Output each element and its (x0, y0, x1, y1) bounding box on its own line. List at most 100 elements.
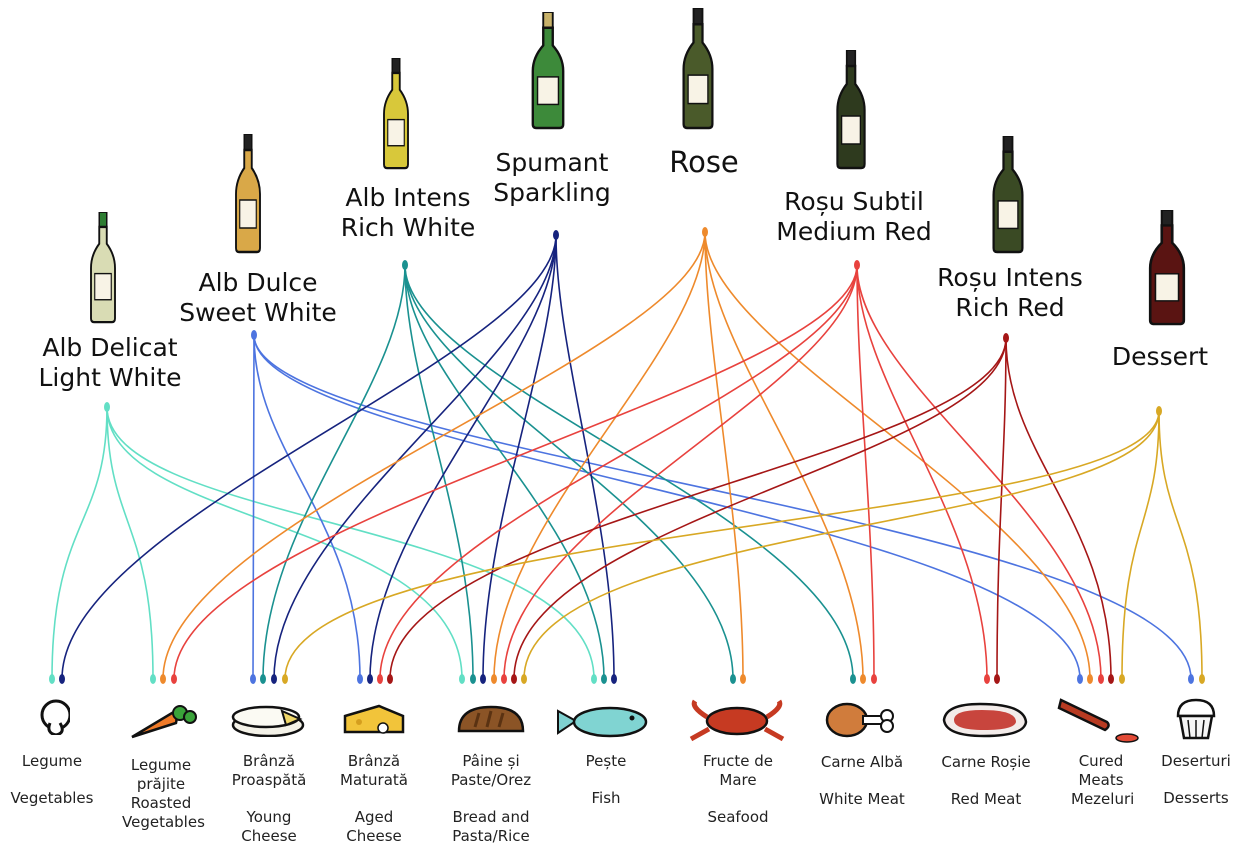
pairing-link-rich-red-red-meat (996, 337, 1007, 680)
link-end-dot (591, 674, 597, 684)
wine-bottle-icon-dessert (1148, 210, 1186, 326)
link-end-dot (501, 674, 507, 684)
link-end-dot (470, 674, 476, 684)
link-end-dot (491, 674, 497, 684)
link-end-dot (367, 674, 373, 684)
pairing-link-sparkling-bread (482, 234, 557, 680)
pairing-link-light-white-vegetables (51, 406, 108, 680)
wine-bottle-icon-sweet-white (235, 134, 261, 254)
link-end-dot (260, 674, 266, 684)
link-start-dot-light-white (104, 402, 110, 412)
cheddar-cheese-icon (343, 704, 405, 734)
pairing-link-medium-red-roasted-veg (173, 264, 858, 680)
pairing-link-medium-red-bread (503, 264, 858, 680)
mushroom-icon (40, 699, 70, 735)
pairing-link-rich-red-aged-cheese (389, 337, 1007, 680)
pairing-link-dessert-cured-meats (1121, 410, 1160, 680)
chicken-leg-icon (825, 702, 894, 738)
link-end-dot (1188, 674, 1194, 684)
link-end-dot (1108, 674, 1114, 684)
pairing-link-rich-red-bread (513, 337, 1007, 680)
pairing-link-rich-white-young-cheese (262, 264, 406, 680)
link-start-dot-sparkling (553, 230, 559, 240)
link-end-dot (459, 674, 465, 684)
link-end-dot (984, 674, 990, 684)
link-end-dot (49, 674, 55, 684)
link-end-dot (377, 674, 383, 684)
link-start-dot-rich-red (1003, 333, 1009, 343)
link-end-dot (611, 674, 617, 684)
link-end-dot (601, 674, 607, 684)
pairing-link-sweet-white-cured-meats (253, 334, 1081, 680)
link-start-dot-rose (702, 227, 708, 237)
pairing-link-medium-red-cured-meats (856, 264, 1102, 680)
link-end-dot (860, 674, 866, 684)
pairing-link-sweet-white-aged-cheese (253, 334, 361, 680)
link-end-dot (1199, 674, 1205, 684)
pairing-link-rich-white-seafood (404, 264, 734, 680)
link-end-dot (480, 674, 486, 684)
wine-bottle-icon-rich-red (992, 136, 1024, 254)
pairing-link-sparkling-vegetables (61, 234, 557, 680)
fish-icon (557, 706, 648, 738)
link-end-dot (740, 674, 746, 684)
pairing-link-rose-cured-meats (704, 231, 1091, 680)
bread-icon (457, 705, 525, 733)
pairing-link-medium-red-red-meat (856, 264, 988, 680)
pairing-link-rose-white-meat (704, 231, 864, 680)
brie-cheese-icon (231, 705, 305, 737)
pairing-link-dessert-bread (523, 410, 1160, 680)
link-end-dot (271, 674, 277, 684)
link-end-dot (1087, 674, 1093, 684)
pairing-link-rich-white-fish (404, 264, 605, 680)
pairing-link-dessert-desserts (1158, 410, 1203, 680)
link-end-dot (994, 674, 1000, 684)
link-start-dot-rich-white (402, 260, 408, 270)
link-start-dot-sweet-white (251, 330, 257, 340)
salami-icon (1057, 698, 1139, 743)
pairing-link-medium-red-white-meat (856, 264, 875, 680)
crab-icon (689, 699, 785, 742)
wine-bottle-icon-sparkling (531, 12, 565, 130)
link-end-dot (160, 674, 166, 684)
pairing-link-medium-red-aged-cheese (379, 264, 858, 680)
pairing-link-sparkling-fish (555, 234, 615, 680)
link-end-dot (511, 674, 517, 684)
link-end-dot (730, 674, 736, 684)
pairing-link-dessert-young-cheese (284, 410, 1160, 680)
steak-icon (942, 702, 1028, 738)
pairing-link-rich-white-bread (404, 264, 474, 680)
link-end-dot (850, 674, 856, 684)
pairing-link-light-white-bread (106, 406, 463, 680)
link-end-dot (521, 674, 527, 684)
link-end-dot (357, 674, 363, 684)
link-end-dot (282, 674, 288, 684)
pairing-link-rose-bread (493, 231, 706, 680)
link-end-dot (59, 674, 65, 684)
wine-bottle-icon-rich-white (383, 58, 409, 170)
pairing-link-sparkling-aged-cheese (369, 234, 557, 680)
link-end-dot (171, 674, 177, 684)
pairing-link-rich-red-cured-meats (1005, 337, 1112, 680)
link-end-dot (387, 674, 393, 684)
link-end-dot (250, 674, 256, 684)
wine-label-dessert: Dessert (1111, 342, 1209, 371)
pairing-link-light-white-roasted-veg (106, 406, 154, 680)
carrot-icon (131, 705, 197, 739)
